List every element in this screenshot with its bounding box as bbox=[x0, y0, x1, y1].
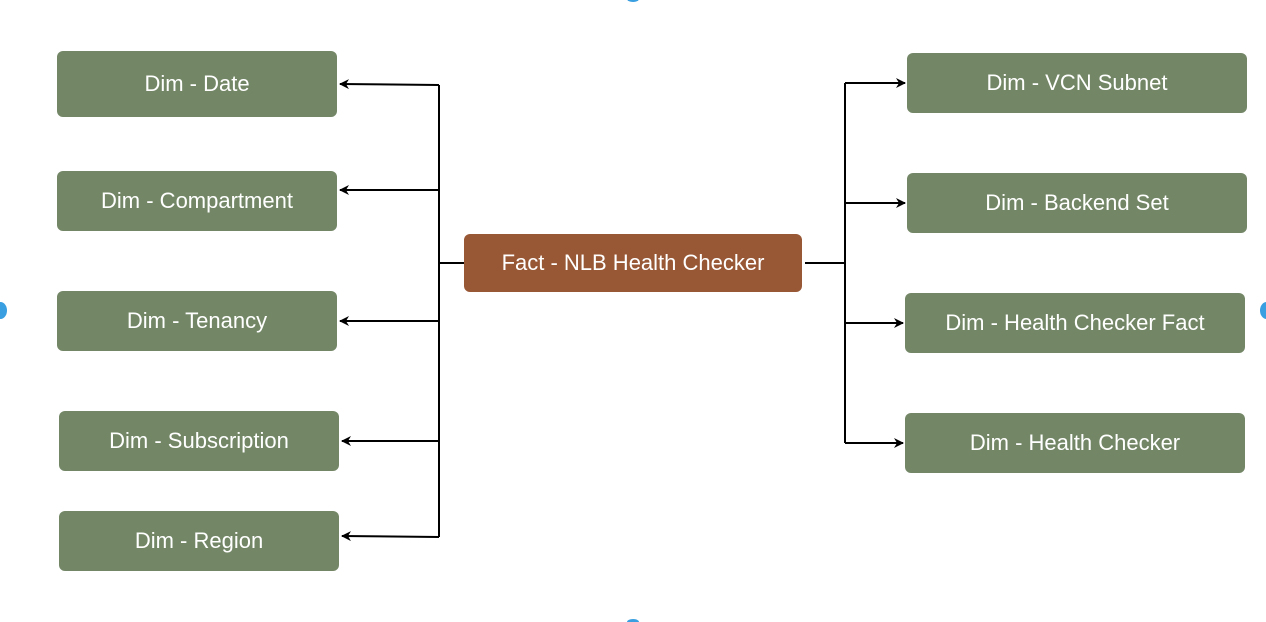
node-dim-compartment[interactable]: Dim - Compartment bbox=[57, 171, 337, 231]
node-label: Dim - VCN Subnet bbox=[986, 70, 1168, 95]
node-label: Fact - NLB Health Checker bbox=[501, 250, 765, 275]
node-label: Dim - Health Checker Fact bbox=[945, 310, 1205, 335]
node-label: Dim - Health Checker bbox=[969, 430, 1181, 455]
node-dim-backend-set[interactable]: Dim - Backend Set bbox=[907, 173, 1247, 233]
selection-handle-top[interactable] bbox=[627, 0, 639, 2]
node-dim-health-checker-fact[interactable]: Dim - Health Checker Fact bbox=[905, 293, 1245, 353]
node-dim-date[interactable]: Dim - Date bbox=[57, 51, 337, 117]
right-trunk-line bbox=[805, 83, 846, 443]
selection-handle-left[interactable] bbox=[0, 302, 7, 319]
node-label: Dim - Subscription bbox=[109, 428, 289, 453]
edge-to-dim-region bbox=[341, 531, 440, 542]
node-label: Dim - Backend Set bbox=[985, 190, 1169, 215]
edge-to-dim-date bbox=[339, 79, 440, 90]
node-dim-subscription[interactable]: Dim - Subscription bbox=[59, 411, 339, 471]
selection-handle-right[interactable] bbox=[1260, 302, 1266, 319]
node-fact-nlb-health-checker[interactable]: Fact - NLB Health Checker bbox=[464, 234, 802, 292]
node-dim-tenancy[interactable]: Dim - Tenancy bbox=[57, 291, 337, 351]
left-trunk-line bbox=[438, 85, 464, 537]
node-dim-vcn-subnet[interactable]: Dim - VCN Subnet bbox=[907, 53, 1247, 113]
node-label: Dim - Date bbox=[144, 71, 250, 96]
node-label: Dim - Tenancy bbox=[126, 308, 268, 333]
node-label: Dim - Compartment bbox=[101, 188, 293, 213]
node-dim-region[interactable]: Dim - Region bbox=[59, 511, 339, 571]
selection-handle-bottom[interactable] bbox=[627, 619, 639, 622]
node-label: Dim - Region bbox=[134, 528, 264, 553]
node-dim-health-checker[interactable]: Dim - Health Checker bbox=[905, 413, 1245, 473]
